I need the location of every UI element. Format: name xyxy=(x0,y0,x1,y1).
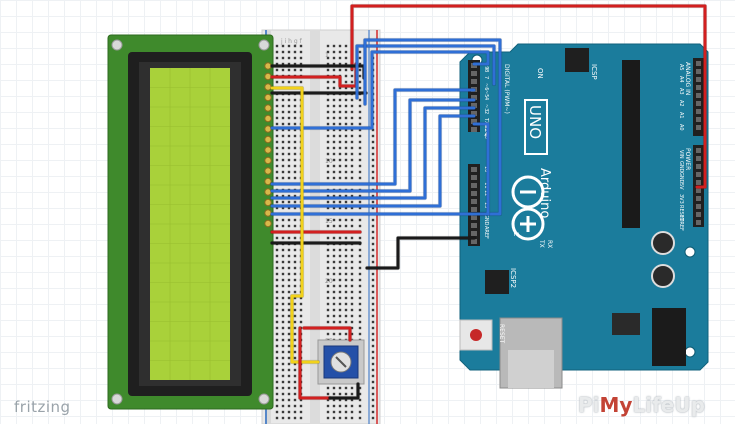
potentiometer xyxy=(317,339,365,385)
arduino-pin-label: 7 xyxy=(483,76,489,79)
wires xyxy=(269,3,708,401)
wire xyxy=(270,86,320,364)
atmega-chip xyxy=(622,60,640,228)
arduino-pin-label: IOREF xyxy=(678,216,684,231)
arduino-pin-label: A2 xyxy=(678,100,684,107)
watermark-part-2: My xyxy=(599,393,633,417)
analog-in-label: ANALOG IN xyxy=(684,62,691,95)
arduino-pin-label: RX◀0 xyxy=(483,125,489,139)
arduino-pin-label: ~9 xyxy=(483,62,489,69)
arduino-pin-label: A4 xyxy=(678,76,684,83)
wire xyxy=(328,382,360,400)
row-label-10: 10 xyxy=(325,158,333,165)
lcd-module xyxy=(107,34,274,410)
wire xyxy=(270,88,476,186)
arduino-pin-label: 4 xyxy=(483,97,489,100)
arduino-pin-label: 5V xyxy=(678,183,684,190)
l-led-label: L xyxy=(512,232,520,236)
arduino-pin-label: 13 xyxy=(483,202,489,208)
power-jack xyxy=(652,308,686,366)
arduino-pin-label: 12 xyxy=(483,190,489,196)
icsp2-label: ICSP2 xyxy=(509,268,517,288)
wire xyxy=(270,122,490,216)
reset-label: RESET xyxy=(498,324,505,344)
wire xyxy=(270,114,476,208)
arduino-uno: UNO Arduino DIGITAL (PWM~) ON ICSP ICSP2… xyxy=(459,43,709,389)
arduino-pin-label: ~3 xyxy=(483,104,489,111)
wire xyxy=(350,4,707,189)
wire xyxy=(270,98,476,193)
reset-button xyxy=(470,329,482,341)
wire xyxy=(302,326,352,342)
arduino-pin-label: AREF xyxy=(483,226,489,239)
tx-label: TX xyxy=(538,239,545,248)
column-letters: j i h g f xyxy=(280,38,303,45)
wire xyxy=(270,50,490,130)
icsp-label: ICSP xyxy=(590,64,598,80)
rx-label: RX xyxy=(546,240,553,248)
arduino-pin-label: A3 xyxy=(678,88,684,95)
arduino-pin-label: 10 xyxy=(483,166,489,172)
row-label-20: 20 xyxy=(325,278,333,285)
row-label-1: 1 xyxy=(325,52,329,59)
arduino-pin-labels: ~987~6~54~32TX▶1RX◀010~111213GNDAREFA5A4… xyxy=(483,62,684,239)
on-led-label: ON xyxy=(536,68,544,79)
arduino-pin-label: RESET xyxy=(678,205,684,222)
lcd-character-grid xyxy=(150,68,230,380)
arduino-pin-label: GND xyxy=(678,172,684,184)
watermark-part-3: LifeUp xyxy=(632,393,705,417)
arduino-pin-label: A5 xyxy=(678,64,684,71)
arduino-pin-label: A1 xyxy=(678,112,684,119)
wire xyxy=(363,38,502,216)
board-brand-label: Arduino xyxy=(537,168,552,218)
site-watermark: PiMyLifeUp xyxy=(578,393,705,417)
arduino-pin-label: 3V3 xyxy=(678,194,684,204)
arduino-pin-label: GND xyxy=(678,161,684,173)
arduino-pin-label: ~11 xyxy=(483,178,489,189)
arduino-pin-label: 2 xyxy=(483,111,489,114)
wire xyxy=(270,106,476,200)
wire xyxy=(355,44,496,100)
fritzing-brand: fritzing xyxy=(14,398,71,416)
wire xyxy=(298,326,332,400)
wire xyxy=(365,236,476,270)
arduino-pin-label: VIN xyxy=(678,150,684,159)
arduino-pin-label: ~6 xyxy=(483,83,489,90)
arduino-pin-label: ~5 xyxy=(483,90,489,97)
arduino-logo-icon xyxy=(511,175,545,209)
digital-header-label: DIGITAL (PWM~) xyxy=(503,64,510,114)
arduino-pin-label: 8 xyxy=(483,69,489,72)
arduino-pin-label: A0 xyxy=(678,124,684,131)
power-header-label: POWER xyxy=(684,148,691,170)
watermark-part-1: Pi xyxy=(578,393,600,417)
board-model-label: UNO xyxy=(526,105,544,139)
arduino-pin-label: GND xyxy=(483,214,489,226)
row-label-15: 15 xyxy=(325,218,333,225)
